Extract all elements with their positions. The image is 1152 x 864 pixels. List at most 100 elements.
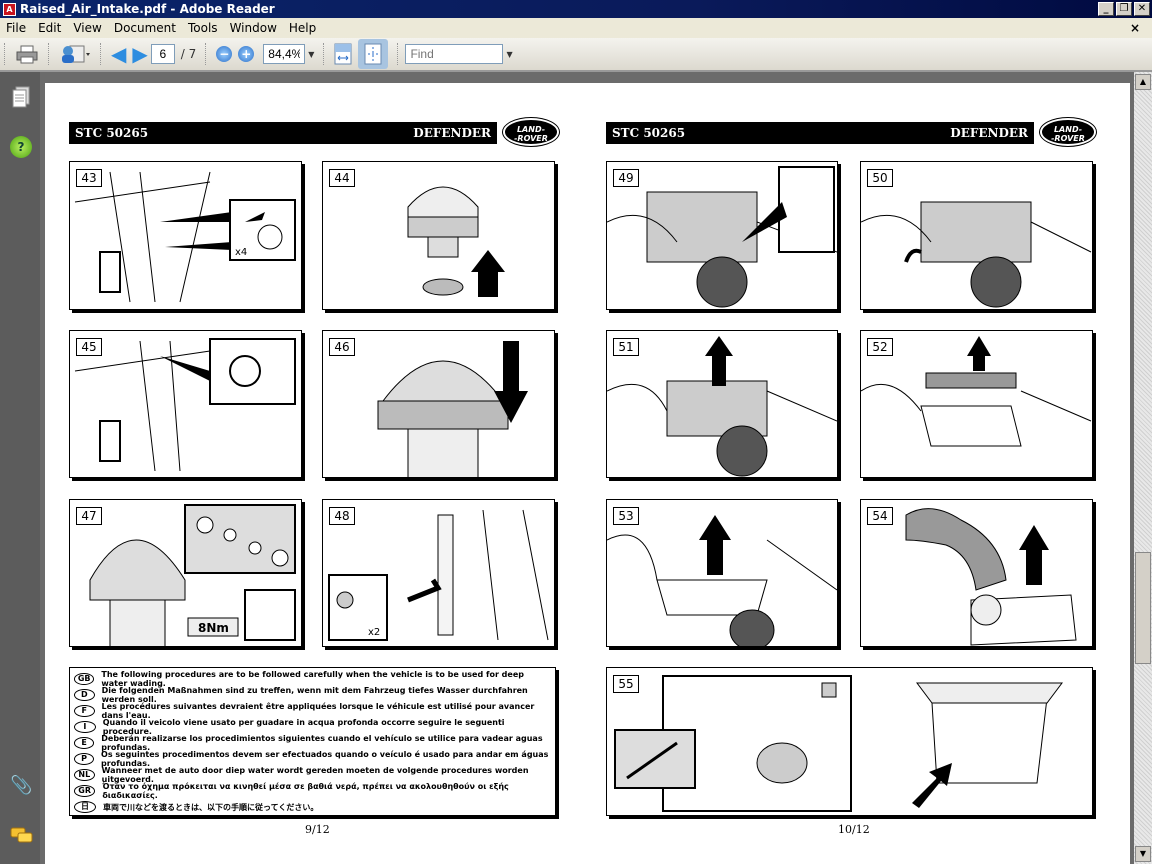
- menu-help[interactable]: Help: [288, 21, 317, 35]
- page-number-label: 10/12: [838, 823, 870, 836]
- page-header-right: STC 50265 DEFENDER: [606, 122, 1034, 144]
- model-name: DEFENDER: [413, 126, 491, 140]
- close-button[interactable]: ✕: [1134, 2, 1150, 16]
- fit-page-icon: [364, 43, 382, 65]
- language-code-badge: I: [74, 721, 96, 733]
- step-panel-46: 46: [322, 330, 555, 478]
- notice-text: Wanneer met de auto door diep water word…: [101, 766, 529, 784]
- fit-width-button[interactable]: [334, 41, 352, 67]
- title-bar: A Raised_Air_Intake.pdf - Adobe Reader _…: [0, 0, 1152, 18]
- collaborate-button[interactable]: [59, 41, 91, 67]
- step-panel-53: 53: [606, 499, 838, 647]
- elbow-hose-illustration: [905, 508, 1077, 646]
- notice-text: Όταν το όχημα πρόκειται να κινηθεί μέσα …: [102, 782, 509, 800]
- comments-icon: [10, 827, 33, 843]
- pdf-app-icon: A: [3, 2, 16, 16]
- pages-icon: [12, 86, 30, 108]
- vertical-scrollbar[interactable]: ▲ ▼: [1134, 72, 1152, 864]
- step-panel-54: 54: [860, 499, 1093, 647]
- menu-tools[interactable]: Tools: [188, 21, 218, 35]
- help-button[interactable]: ?: [10, 136, 32, 158]
- scroll-down-button[interactable]: ▼: [1135, 846, 1151, 862]
- menu-window[interactable]: Window: [229, 21, 277, 35]
- step-panel-48: 48 x2: [322, 499, 555, 647]
- notice-row: F Les procédures suivantes devraient être…: [74, 702, 551, 720]
- find-input[interactable]: [405, 44, 504, 64]
- minimize-button[interactable]: _: [1098, 2, 1114, 16]
- filter-element-removal-illustration: [861, 336, 1092, 447]
- notice-row: GR Όταν το όχημα πρόκειται να κινηθεί μέσ…: [74, 782, 551, 800]
- page-header-left: STC 50265 DEFENDER: [69, 122, 497, 144]
- restore-button[interactable]: ❐: [1116, 2, 1132, 16]
- svg-text:8Nm: 8Nm: [198, 621, 229, 635]
- land-rover-logo: LAND--ROVER: [502, 117, 560, 147]
- print-button[interactable]: [15, 41, 39, 67]
- notice-text: The following procedures are to be follo…: [101, 670, 524, 688]
- fit-width-icon: [334, 43, 352, 65]
- airbox-base-removal-illustration: [607, 515, 837, 646]
- page-total: / 7: [180, 47, 197, 61]
- step-number: 50: [867, 169, 893, 187]
- notice-row: E Deberán realizarse los procedimientos s…: [74, 734, 551, 752]
- fit-page-button[interactable]: [358, 39, 389, 69]
- step-panel-44: 44: [322, 161, 555, 310]
- navigation-panel: ? 📎: [0, 72, 40, 864]
- step-panel-47: 47 8Nm: [69, 499, 302, 647]
- comments-button[interactable]: [10, 826, 33, 848]
- filter-fitting-illustration: [377, 341, 528, 477]
- notice-text: Deberán realizarse los procedimientos si…: [101, 734, 543, 752]
- notice-text: Les procédures suivantes devraient être …: [101, 702, 535, 720]
- drain-valve-illustration: [614, 675, 1063, 812]
- language-code-badge: F: [74, 705, 95, 717]
- model-name: DEFENDER: [950, 126, 1028, 140]
- step-number: 51: [613, 338, 639, 356]
- part-code: STC 50265: [612, 126, 686, 140]
- language-code-badge: P: [74, 753, 95, 765]
- svg-text:x4: x4: [235, 247, 247, 258]
- svg-text:x2: x2: [368, 627, 380, 638]
- toolbar: ◀ ▶ / 7 − + ▼ ▼: [0, 38, 1152, 72]
- notice-row: P Os seguintes procedimentos devem ser ef…: [74, 750, 551, 768]
- scroll-up-button[interactable]: ▲: [1135, 74, 1151, 90]
- help-icon: ?: [17, 140, 25, 154]
- next-page-button[interactable]: ▶: [132, 42, 148, 66]
- menu-document[interactable]: Document: [113, 21, 176, 35]
- previous-page-button[interactable]: ◀: [111, 42, 127, 66]
- clip-removal-illustration: [74, 338, 296, 472]
- attachments-button[interactable]: 📎: [10, 775, 32, 797]
- language-code-badge: D: [74, 689, 95, 701]
- zoom-in-button[interactable]: +: [238, 46, 255, 62]
- step-number: 44: [329, 169, 355, 187]
- menu-file[interactable]: File: [6, 21, 27, 35]
- language-code-badge: E: [74, 737, 95, 749]
- close-document-button[interactable]: ×: [1129, 21, 1140, 35]
- menu-edit[interactable]: Edit: [38, 21, 62, 35]
- notice-text: Quando il veicolo viene usato per guadar…: [102, 718, 505, 736]
- page-number-label: 9/12: [305, 823, 330, 836]
- menu-view[interactable]: View: [73, 21, 102, 35]
- vehicle-side-illustration: x4: [74, 171, 296, 303]
- air-filter-removal-illustration: [407, 186, 505, 297]
- paperclip-icon: 📎: [10, 775, 33, 796]
- pages-panel-button[interactable]: [10, 86, 32, 108]
- find-dropdown-icon[interactable]: ▼: [506, 49, 513, 59]
- screw-fitting-illustration: x2: [328, 509, 549, 641]
- zoom-out-button[interactable]: −: [216, 46, 233, 62]
- notice-text: Os seguintes procedimentos devem ser efe…: [101, 750, 549, 768]
- airbox-removal-illustration: [607, 336, 837, 477]
- language-code-badge: GR: [74, 785, 96, 797]
- zoom-input[interactable]: [263, 44, 306, 64]
- notice-row: I Quando il veicolo viene usato per guada…: [74, 718, 551, 736]
- zoom-dropdown-icon[interactable]: ▼: [308, 49, 315, 59]
- step-number: 47: [76, 507, 102, 525]
- step-number: 54: [867, 507, 893, 525]
- engine-bay-illustration: [861, 201, 1092, 308]
- language-code-badge: 日: [74, 801, 96, 813]
- notice-row: 日車両で川などを渡るときは、以下の手順に従ってください。: [74, 799, 551, 815]
- scrollbar-thumb[interactable]: [1135, 552, 1151, 664]
- page-number-input[interactable]: [150, 44, 175, 64]
- step-panel-52: 52: [860, 330, 1093, 478]
